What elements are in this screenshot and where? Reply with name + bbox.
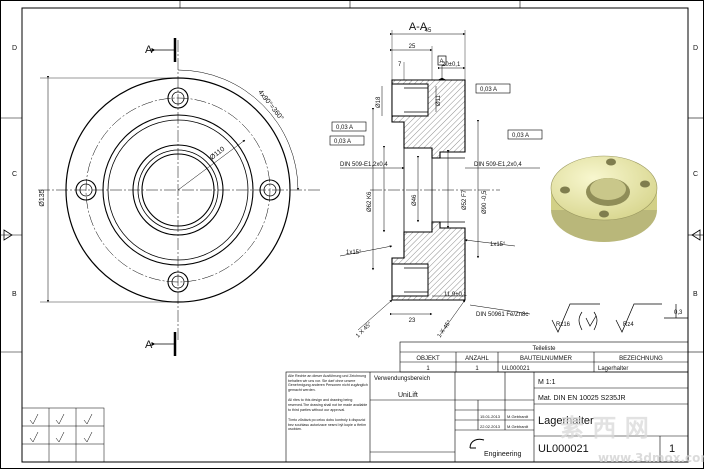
zone-b-left: B bbox=[12, 291, 17, 298]
zone-c-right: C bbox=[693, 171, 698, 178]
row-desc: Lagerhalter bbox=[598, 366, 628, 372]
front-hole-callout-label: 4x90°=360° bbox=[256, 88, 285, 122]
roughness-rz4: Rz4 bbox=[623, 322, 634, 328]
row-object: 1 bbox=[426, 366, 430, 372]
section-title: A-A bbox=[409, 21, 428, 33]
surface-symbol-table bbox=[21, 407, 105, 463]
zone-d-left: D bbox=[12, 45, 17, 52]
part-name: Lagerhalter bbox=[538, 415, 594, 427]
dim-25: 25 bbox=[409, 44, 416, 50]
col-object: OBJEKT bbox=[416, 356, 440, 362]
section-marker-bottom-letter: A bbox=[145, 339, 153, 351]
runout-1: 0,03 A bbox=[480, 87, 497, 93]
scale: M 1:1 bbox=[538, 379, 556, 386]
dia-11: Ø11 bbox=[436, 94, 442, 106]
runout-frames bbox=[329, 83, 543, 146]
centering-mark-left bbox=[3, 229, 13, 241]
front-dia-outer-label: Ø135 bbox=[39, 189, 46, 206]
person-1: M.Gebhardt bbox=[507, 414, 529, 419]
dim-7: 7 bbox=[398, 62, 402, 68]
copyright-de: Alle Rechte an dieser Ausführung und Zei… bbox=[288, 374, 368, 392]
thread-left: DIN 509-E1,2x0,4 bbox=[340, 162, 388, 168]
row-qty: 1 bbox=[475, 366, 479, 372]
zone-d-right: D bbox=[693, 45, 698, 52]
dim-20: 20±0,1 bbox=[442, 62, 461, 68]
dia-46: Ø46 bbox=[412, 194, 418, 206]
copyright-en: All rites to this design and drawing bei… bbox=[288, 398, 368, 412]
company-name: Engineering bbox=[484, 451, 521, 458]
person-2: M.Gebhardt bbox=[507, 424, 529, 429]
front-bolt-circle-label: Ø110 bbox=[209, 146, 226, 162]
col-qty: ANZAHL bbox=[465, 356, 489, 362]
dim-23: 23 bbox=[409, 318, 416, 324]
roughness-rz16: Rz16 bbox=[556, 322, 571, 328]
zone-b-right: B bbox=[693, 291, 698, 298]
dia-90: Ø90 -0,5 bbox=[482, 190, 488, 214]
roughness-value: 0,3 bbox=[674, 310, 683, 316]
company-logo-icon bbox=[469, 438, 485, 449]
front-view bbox=[38, 40, 322, 340]
date-2: 22.02.2013 bbox=[480, 424, 501, 429]
zone-c-left: C bbox=[12, 171, 17, 178]
section-view bbox=[339, 30, 540, 336]
drawing-number: UL000021 bbox=[538, 443, 589, 455]
runout-3: 0,03 A bbox=[512, 133, 529, 139]
dim-45: 45 bbox=[425, 28, 432, 34]
chamfer-right: 1x15° bbox=[490, 242, 506, 248]
watermark-cn: 素 西 网 bbox=[560, 414, 649, 442]
section-marker-top-letter: A bbox=[145, 44, 153, 56]
section-marker-top: A bbox=[145, 38, 177, 62]
datum-a: A bbox=[440, 59, 444, 65]
coating-note: DIN 50961 Fe/Zn8c bbox=[476, 312, 528, 318]
dia-18: Ø18 bbox=[376, 96, 382, 108]
runout-4: 0,03 A bbox=[334, 139, 351, 145]
row-part-no: UL000021 bbox=[502, 366, 530, 372]
section-marker-bottom: A bbox=[145, 332, 177, 356]
runout-2: 0,03 A bbox=[336, 125, 353, 131]
col-part-no: BAUTEILNUMMER bbox=[520, 356, 573, 362]
dia-52: Ø52 F7 bbox=[462, 189, 468, 210]
dia-62: Ø62 K6 bbox=[367, 191, 373, 212]
col-desc: BEZEICHNUNG bbox=[619, 356, 663, 362]
usage-label: Verwendungsbereich bbox=[374, 376, 430, 382]
watermark-url: www.3dmox.com bbox=[598, 451, 704, 465]
sheet-number: 1 bbox=[669, 443, 675, 455]
thread-right: DIN 509-E1,2x0,4 bbox=[474, 162, 522, 168]
material: Mat. DIN EN 10025 S235JR bbox=[538, 395, 626, 402]
parts-list-title: Teileliste bbox=[532, 346, 556, 352]
3d-model-render bbox=[550, 155, 658, 242]
centering-mark-right bbox=[691, 229, 701, 241]
date-1: 15.01.2013 bbox=[480, 414, 501, 419]
chamfer-45-left: 1 X 45° bbox=[355, 321, 374, 340]
chamfer-left: 1x15° bbox=[346, 250, 362, 256]
chamfer-45-right: 1 X 45° bbox=[437, 319, 454, 339]
copyright-cz: Tímto zůstává po celou dobu kontroly k d… bbox=[288, 418, 367, 432]
dim-11-9: 11,9±0,1 bbox=[444, 292, 468, 298]
roughness-symbols bbox=[551, 303, 688, 333]
title-block bbox=[285, 341, 689, 463]
usage-value: UniLift bbox=[398, 392, 418, 399]
